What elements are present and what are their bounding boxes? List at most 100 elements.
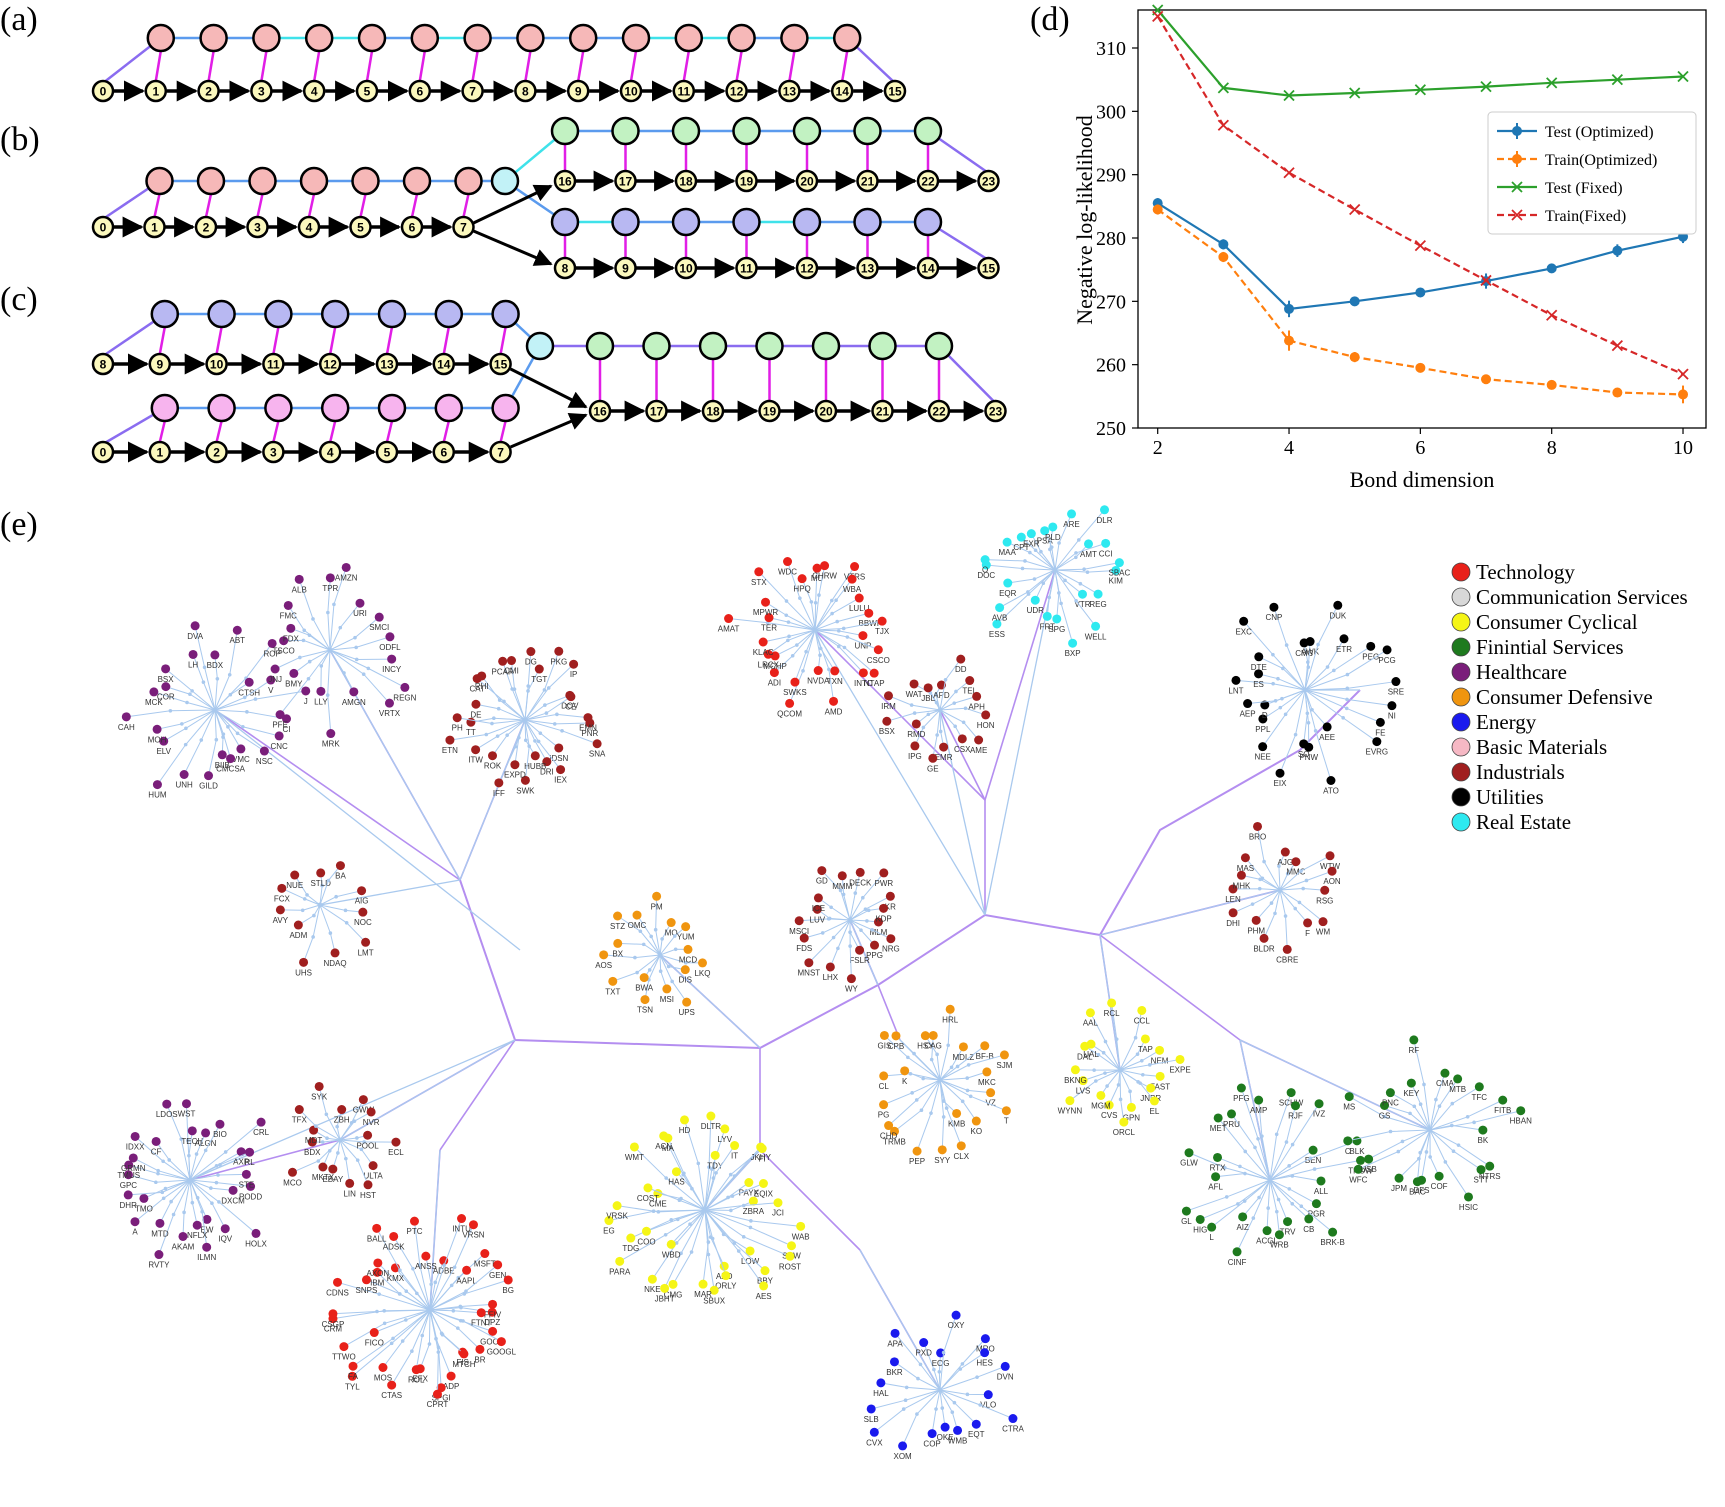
tree-junction xyxy=(404,1289,409,1293)
tree-twig xyxy=(332,1309,431,1315)
data-point xyxy=(1546,77,1558,89)
tree-junction xyxy=(683,960,688,965)
input-node-label: 7 xyxy=(497,446,504,460)
stock-ticker-label: MA xyxy=(662,1144,675,1153)
stock-ticker-label: SPGI xyxy=(432,1394,451,1403)
marker-stroke xyxy=(1283,89,1295,102)
tree-junction xyxy=(223,1150,228,1154)
stock-ticker-label: RHI xyxy=(475,682,489,691)
stock-node xyxy=(812,563,822,573)
tensor-node xyxy=(357,23,387,53)
input-node-label: 2 xyxy=(205,85,212,99)
tree-junction xyxy=(1033,548,1038,553)
stock-node xyxy=(1119,1117,1129,1127)
input-node-label: 11 xyxy=(677,85,690,99)
stock-node xyxy=(797,574,807,584)
tree-junction xyxy=(679,1251,683,1256)
tree-junction xyxy=(1262,859,1266,864)
input-node xyxy=(297,215,321,239)
tree-twig xyxy=(1279,889,1308,924)
stock-node xyxy=(629,1142,639,1152)
tensor-node xyxy=(792,207,822,237)
stock-node xyxy=(1026,529,1036,539)
stock-ticker-label: TEL xyxy=(962,687,977,696)
stock-node xyxy=(542,757,552,767)
stock-node xyxy=(869,668,879,678)
tree-junction xyxy=(543,703,547,707)
stock-ticker-label: EVRG xyxy=(1365,748,1388,757)
stock-ticker-label: EXC xyxy=(1235,627,1252,636)
stock-ticker-label: BKNG xyxy=(1064,1076,1087,1085)
stock-ticker-label: PCAR xyxy=(492,667,514,676)
stock-ticker-label: DRI xyxy=(540,768,554,777)
tree-junction xyxy=(940,1406,945,1410)
legend-marker xyxy=(1511,181,1523,193)
stock-ticker-label: KLAC xyxy=(753,648,774,657)
stock-ticker-label: VRSN xyxy=(462,1231,484,1240)
stock-node xyxy=(347,1371,357,1381)
tree-junction xyxy=(456,1275,461,1280)
panel-label-c: (c) xyxy=(0,281,38,318)
tree-junction xyxy=(1437,1104,1442,1108)
tree-junction xyxy=(1424,1150,1429,1154)
stock-ticker-label: IBM xyxy=(370,1278,385,1287)
legend-marker xyxy=(1512,126,1522,136)
physical-link xyxy=(215,326,223,355)
tensor-node xyxy=(150,299,180,329)
stock-node xyxy=(870,940,880,950)
stock-ticker-label: GWW xyxy=(353,1106,375,1115)
stock-ticker-label: COO xyxy=(637,1237,655,1246)
sector-swatch xyxy=(1451,612,1471,632)
stock-ticker-label: PH xyxy=(452,724,463,733)
tree-junction xyxy=(186,1138,190,1143)
stock-node xyxy=(855,945,865,955)
marker-stroke xyxy=(1152,10,1164,22)
data-point xyxy=(1611,340,1623,352)
stock-ticker-label: DOC xyxy=(977,571,995,580)
stock-ticker-label: MOS xyxy=(374,1373,392,1382)
tree-junction xyxy=(449,1283,454,1288)
stock-node xyxy=(520,775,530,785)
stock-node xyxy=(864,608,874,618)
physical-link xyxy=(207,50,215,82)
stock-ticker-label: AEP xyxy=(1240,710,1256,719)
stock-ticker-label: EOG xyxy=(932,1359,950,1368)
stock-ticker-label: HPQ xyxy=(793,585,810,594)
tensor-node xyxy=(196,166,226,196)
tree-junction xyxy=(1293,732,1298,737)
sector-swatch xyxy=(1451,762,1471,782)
stock-ticker-label: OKE xyxy=(937,1433,954,1442)
stock-node xyxy=(154,1250,164,1260)
stock-ticker-label: JNJ xyxy=(268,675,282,684)
input-node xyxy=(400,215,424,239)
tree-junction xyxy=(787,634,791,639)
stock-ticker-label: ZBRA xyxy=(743,1207,765,1216)
stock-node xyxy=(1253,821,1263,831)
tree-twig xyxy=(849,919,852,979)
tree-junction xyxy=(736,1249,741,1253)
input-arrow xyxy=(509,367,588,409)
stock-ticker-label: TT xyxy=(466,728,476,737)
stock-node xyxy=(385,632,395,642)
tree-junction xyxy=(344,921,349,925)
stock-node xyxy=(530,751,540,761)
stock-node xyxy=(866,1404,876,1414)
stock-node xyxy=(1474,1082,1484,1092)
stock-node xyxy=(309,1125,319,1135)
stock-node xyxy=(345,1178,355,1188)
tree-junction xyxy=(1076,538,1081,542)
tree-junction xyxy=(163,1186,168,1191)
stock-node xyxy=(1254,669,1264,679)
stock-ticker-label: CMCSA xyxy=(216,765,246,774)
stock-node xyxy=(1291,857,1301,867)
stock-ticker-label: BLK xyxy=(1349,1147,1365,1156)
stock-ticker-label: AVY xyxy=(273,916,289,925)
tree-junction xyxy=(311,935,315,939)
tree-junction xyxy=(354,657,359,662)
tree-junction xyxy=(649,934,654,939)
stock-node xyxy=(290,870,300,880)
stock-node xyxy=(503,1275,513,1285)
sector-swatch xyxy=(1451,712,1471,732)
tree-junction xyxy=(729,1208,733,1213)
stock-ticker-label: CB xyxy=(1303,1225,1314,1234)
